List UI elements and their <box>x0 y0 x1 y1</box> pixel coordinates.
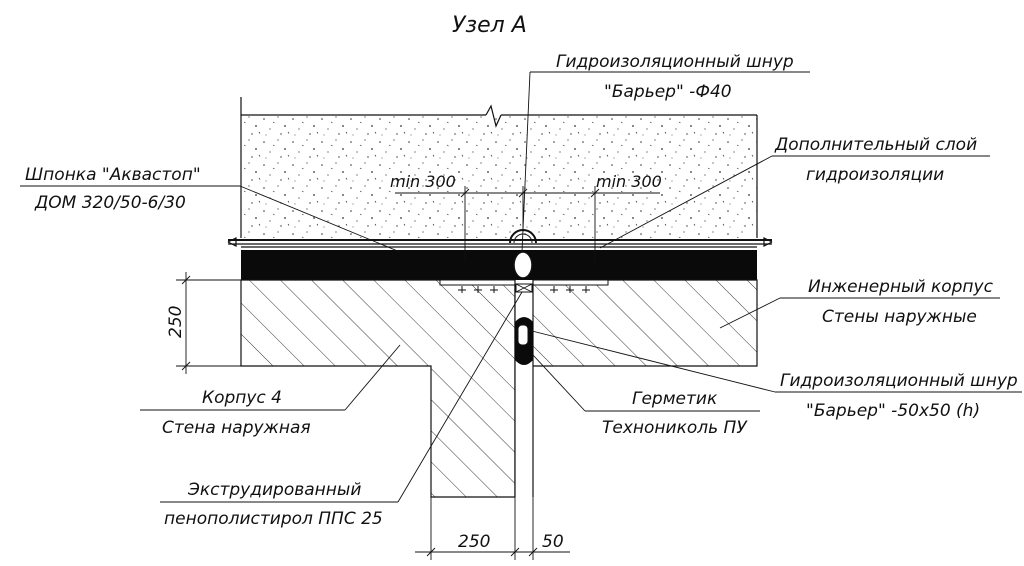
bottom-dimensions: 250 50 <box>415 497 570 560</box>
dim-250-vertical-label: 250 <box>166 306 186 338</box>
cord-50x50-label-1: Гидроизоляционный шнур <box>780 371 1018 391</box>
drawing-title: Узел А <box>452 13 527 38</box>
extra-layer-label-2: гидроизоляции <box>806 165 944 185</box>
concrete-slab <box>240 97 758 238</box>
callout-extra-layer: Дополнительный слой гидроизоляции <box>599 135 990 249</box>
callout-waterstop: Шпонка "Аквастоп" ДОМ 320/50-6/30 <box>20 165 401 253</box>
min-300-left-label: min 300 <box>390 172 456 191</box>
callout-xps: Экструдированный пенополистирол ППС 25 <box>160 291 523 529</box>
engineering-label-2: Стены наружные <box>822 307 977 327</box>
body4-label-2: Стена наружная <box>162 418 311 438</box>
dim-50-label: 50 <box>542 532 564 552</box>
min-300-dimensions: min 300 min 300 <box>390 172 662 262</box>
body4-label-1: Корпус 4 <box>202 388 282 408</box>
wall-body-4 <box>240 279 516 498</box>
engineering-label-1: Инженерный корпус <box>808 277 994 297</box>
waterproofing-layers <box>227 237 773 280</box>
extra-layer-label-1: Дополнительный слой <box>774 135 977 155</box>
waterstop-label-2: ДОМ 320/50-6/30 <box>34 193 186 213</box>
callout-engineering-building: Инженерный корпус Стены наружные <box>719 277 1000 329</box>
cord-50x50 <box>515 317 533 365</box>
xps-label-1: Экструдированный <box>187 480 361 500</box>
sealant-label-1: Герметик <box>632 389 718 409</box>
wall-engineering-building <box>533 279 758 367</box>
waterstop-label-1: Шпонка "Аквастоп" <box>25 165 201 185</box>
cord-phi40-label-1: Гидроизоляционный шнур <box>556 52 794 72</box>
cord-phi40-label-2: "Барьер" -Ф40 <box>604 82 732 102</box>
callout-sealant: Герметик Технониколь ПУ <box>532 354 760 438</box>
callout-cord-50x50: Гидроизоляционный шнур "Барьер" -50x50 (… <box>527 329 1022 421</box>
cord-50x50-label-2: "Барьер" -50x50 (h) <box>806 401 980 421</box>
callout-body-4: Корпус 4 Стена наружная <box>140 344 401 438</box>
expansion-joint <box>514 280 534 498</box>
callout-cord-phi40: Гидроизоляционный шнур "Барьер" -Ф40 <box>521 52 810 253</box>
min-300-right-label: min 300 <box>596 172 662 191</box>
xps-label-2: пенополистирол ППС 25 <box>164 509 383 529</box>
dim-250-horizontal-label: 250 <box>458 532 490 552</box>
vertical-250-dimension: 250 <box>166 272 241 374</box>
sealant-label-2: Технониколь ПУ <box>602 418 748 438</box>
